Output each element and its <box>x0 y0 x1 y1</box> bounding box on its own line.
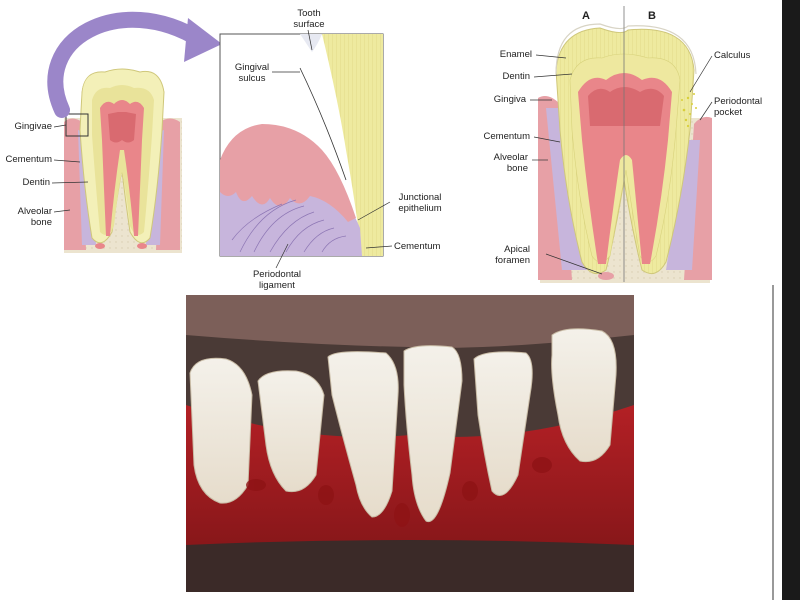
label-cementum-zoom: Cementum <box>394 241 441 252</box>
label-cementum-right: Cementum <box>483 131 530 142</box>
tooth-3 <box>327 351 399 518</box>
zoom-sulcus-line <box>299 67 347 181</box>
label-apical-line2: foramen <box>495 255 530 266</box>
label-pocket-line2: pocket <box>714 107 742 118</box>
left-root-tip-2 <box>137 243 147 249</box>
label-gingival-sulcus-line2: sulcus <box>238 73 266 84</box>
label-gingivae: Gingivae <box>14 121 53 132</box>
tooth-4 <box>403 345 463 523</box>
calculus-dots <box>681 93 697 128</box>
clinical-photo <box>186 295 634 592</box>
left-leader-lines <box>51 124 89 213</box>
label-gingival-sulcus: Gingival sulcus <box>224 62 280 84</box>
zoom-arrow <box>47 11 208 118</box>
tooth-6 <box>551 328 617 463</box>
label-apical-line1: Apical <box>504 244 530 255</box>
label-tooth-surface-line1: Tooth <box>297 8 321 19</box>
label-junctional-line2: epithelium <box>398 203 442 214</box>
label-cementum-left: Cementum <box>5 154 52 165</box>
label-gingival-sulcus-line1: Gingival <box>234 62 270 73</box>
zoom-enamel-wedge <box>300 34 322 52</box>
label-side-b: B <box>648 10 656 22</box>
zoom-gingiva-region <box>220 124 356 222</box>
lower-lip <box>186 540 634 592</box>
label-apical-foramen: Apical foramen <box>470 244 530 266</box>
left-root-tip-1 <box>95 243 105 249</box>
zoom-arrow-head <box>184 18 222 62</box>
label-tooth-surface: Tooth surface <box>282 8 336 30</box>
right-ligament-right <box>666 140 700 270</box>
label-periodontal-pocket: Periodontal pocket <box>714 96 776 118</box>
upper-lip <box>186 295 634 348</box>
right-leader-lines <box>530 54 713 275</box>
lower-teeth <box>189 328 617 523</box>
label-side-a: A <box>582 10 590 22</box>
right-tooth-panel <box>530 6 713 283</box>
tooth-5 <box>473 351 533 496</box>
label-alveolar-bone-right: Alveolar bone <box>468 152 528 174</box>
label-dentin-left: Dentin <box>22 177 50 188</box>
label-dentin-right: Dentin <box>502 71 530 82</box>
tooth-1 <box>189 357 253 504</box>
label-junctional-epithelium: Junctional epithelium <box>388 192 452 214</box>
label-tooth-surface-line2: surface <box>293 19 325 30</box>
label-pdl-line2: ligament <box>259 280 295 291</box>
zoom-leader-lines <box>272 29 393 269</box>
bleeding-spots <box>246 457 552 527</box>
label-periodontal-ligament: Periodontal ligament <box>246 269 308 291</box>
left-crown-outline <box>79 65 167 101</box>
label-gingiva: Gingiva <box>493 94 526 105</box>
zoom-ligament-fibers <box>231 199 347 253</box>
label-alveolar-right-line2: bone <box>506 163 528 174</box>
label-alveolar-left-line2: bone <box>30 217 52 228</box>
left-tooth-panel <box>64 65 182 253</box>
right-crown-outline <box>555 23 697 75</box>
right-edge-strip <box>782 0 800 600</box>
left-pulp-inner <box>108 112 136 143</box>
label-alveolar-bone-left: Alveolar bone <box>0 206 52 228</box>
label-pocket-line1: Periodontal <box>714 96 763 107</box>
right-pulp-chamber <box>588 87 664 126</box>
label-calculus: Calculus <box>714 50 751 61</box>
label-enamel: Enamel <box>499 49 532 60</box>
left-gingiva-shape <box>64 118 180 250</box>
tooth-2 <box>257 370 325 493</box>
label-alveolar-right-line1: Alveolar <box>493 152 528 163</box>
label-pdl-line1: Periodontal <box>252 269 302 280</box>
zoom-tooth-surface <box>322 34 383 256</box>
zoom-panel <box>219 29 393 269</box>
label-alveolar-left-line1: Alveolar <box>17 206 52 217</box>
label-junctional-line1: Junctional <box>398 192 442 203</box>
